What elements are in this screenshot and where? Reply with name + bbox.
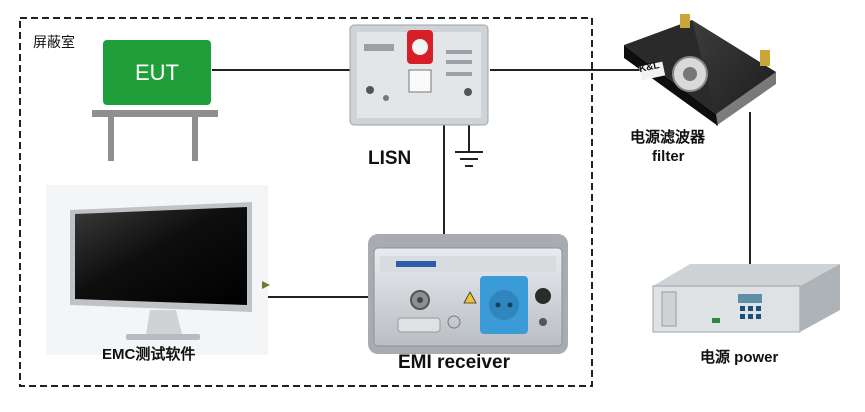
receiver-label: EMI receiver	[398, 352, 510, 373]
shielded-room-border	[19, 17, 593, 387]
emi-receiver-device	[368, 234, 568, 354]
eut-table	[92, 110, 218, 161]
pc-label: EMC测试软件	[102, 346, 196, 363]
connection-lines	[212, 69, 751, 298]
power-supply-device	[652, 264, 840, 333]
ground-symbol	[455, 151, 483, 167]
filter-label-en: filter	[652, 148, 685, 165]
eut-label: EUT	[135, 60, 179, 85]
lisn-device	[349, 24, 489, 126]
power-label: 电源 power	[700, 349, 779, 366]
filter-label-cn: 电源滤波器	[630, 129, 706, 146]
shielded-room-label: 屏蔽室	[33, 34, 75, 50]
filter-device	[624, 14, 776, 126]
eut-box	[103, 40, 211, 105]
lisn-label: LISN	[368, 148, 412, 169]
pc-monitor	[46, 185, 270, 355]
